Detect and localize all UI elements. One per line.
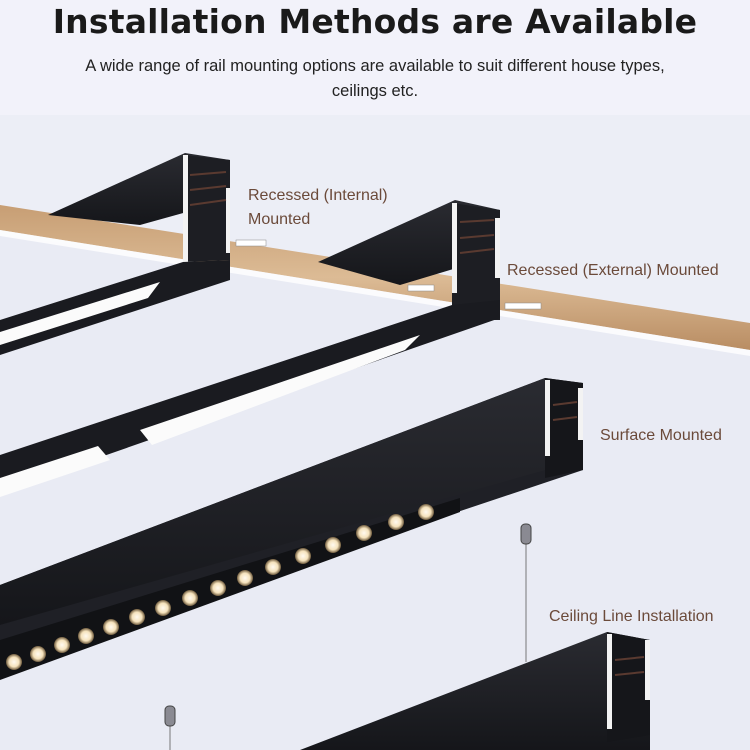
label-surface-mounted: Surface Mounted (600, 427, 722, 444)
rail-ceiling-line (164, 523, 650, 750)
label-recessed-external: Recessed (External) Mounted (507, 262, 719, 279)
rail-recessed-internal (0, 153, 267, 355)
rail-surface-mounted (0, 378, 583, 680)
rail-recessed-external (0, 200, 542, 497)
label-ceiling-line: Ceiling Line Installation (549, 608, 714, 625)
page-subtitle: A wide range of rail mounting options ar… (85, 57, 665, 100)
page-title: Installation Methods are Available (52, 2, 698, 41)
led-spot-row (6, 504, 434, 670)
header: Installation Methods are Available A wid… (0, 0, 750, 115)
label-recessed-internal: Recessed (Internal) Mounted (248, 187, 388, 228)
